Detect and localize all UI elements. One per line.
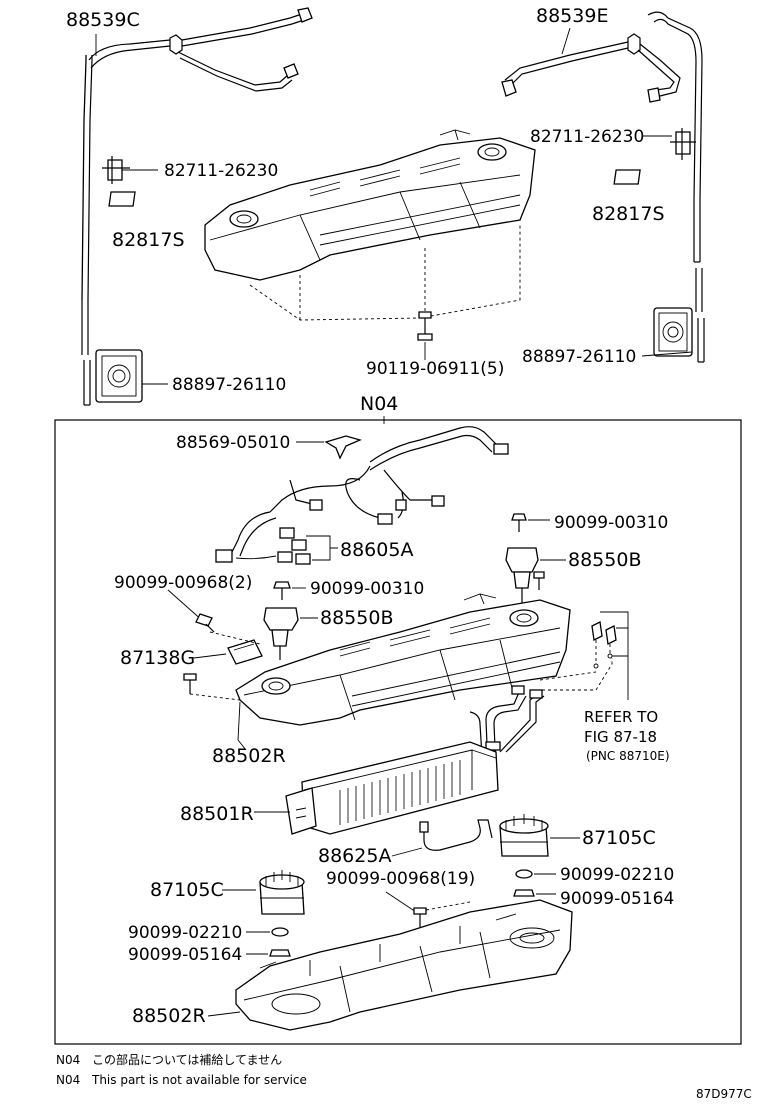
label-87138g: 87138G <box>120 647 195 669</box>
cooler-cover-top <box>204 129 536 321</box>
footnote-1-text: この部品については補給してません <box>92 1052 282 1067</box>
washer-left-icon <box>271 927 289 937</box>
label-90099-00968-2: 90099-00968(2) <box>114 573 252 593</box>
case-lower-icon <box>235 899 573 1031</box>
evaporator-icon <box>285 741 499 835</box>
label-88897-left: 88897-26110 <box>172 375 286 395</box>
screw-00968-19-icon <box>413 907 427 928</box>
label-90099-02210-right: 90099-02210 <box>560 865 674 885</box>
footnote-2-code: N04 <box>56 1073 80 1087</box>
washer-right-icon <box>515 869 533 879</box>
screw-00968-2-icon <box>195 613 215 633</box>
clamp-left-icon <box>102 156 130 184</box>
wire-harness-icon <box>215 426 509 565</box>
motor-right-icon <box>499 814 549 857</box>
label-88550b-b: 88550B <box>320 607 393 629</box>
label-90099-05164-left: 90099-05164 <box>128 945 242 965</box>
label-90099-05164-right: 90099-05164 <box>560 889 674 909</box>
label-88502r-upper: 88502R <box>212 745 286 767</box>
label-90099-02210-left: 90099-02210 <box>128 923 242 943</box>
n04-group-box <box>54 419 742 1045</box>
label-90099-00310-a: 90099-00310 <box>554 513 668 533</box>
case-upper-icon <box>235 593 571 726</box>
label-refer-1: REFER TO <box>584 708 658 726</box>
label-88539e: 88539E <box>536 5 608 27</box>
footnote-2-text: This part is not available for service <box>91 1073 307 1087</box>
label-88897-right: 88897-26110 <box>522 347 636 367</box>
label-82711-right: 82711-26230 <box>530 127 644 147</box>
drain-hose-right <box>501 11 705 363</box>
label-refer-3: (PNC 88710E) <box>586 749 670 763</box>
label-88502r-lower: 88502R <box>132 1005 206 1027</box>
sensor-b-icon <box>263 607 299 660</box>
label-82711-left: 82711-26230 <box>164 161 278 181</box>
label-82817s-left: 82817S <box>112 229 185 251</box>
label-refer-2: FIG 87-18 <box>584 728 657 746</box>
part-87138g-icon <box>227 639 263 665</box>
label-88550b-a: 88550B <box>568 549 641 571</box>
nut-left-icon <box>269 949 291 957</box>
sensor-a-icon <box>505 547 539 604</box>
label-90119: 90119-06911(5) <box>366 359 504 379</box>
seal-left-icon <box>108 191 136 207</box>
label-88539c: 88539C <box>66 9 140 31</box>
clip-88569-icon <box>324 435 362 460</box>
bolt-top-icon <box>417 311 433 341</box>
label-88605a: 88605A <box>340 539 413 561</box>
drain-hose-left <box>81 7 313 406</box>
label-82817s-right: 82817S <box>592 203 665 225</box>
footnote-1-code: N04 <box>56 1053 80 1067</box>
screw-small-left-icon <box>183 673 197 694</box>
label-88625a: 88625A <box>318 845 391 867</box>
grommet-right-icon <box>653 307 693 357</box>
motor-left-icon <box>259 870 305 915</box>
clamp-right-icon <box>670 128 696 160</box>
expansion-valve-icon <box>530 621 617 691</box>
label-90099-00310-b: 90099-00310 <box>310 579 424 599</box>
figure-id: 87D977C <box>696 1087 752 1101</box>
label-n04: N04 <box>360 393 398 415</box>
label-87105c-right: 87105C <box>582 827 656 849</box>
nut-right-icon <box>513 889 535 897</box>
sensor-88625a-icon <box>419 819 493 851</box>
label-88569: 88569-05010 <box>176 433 290 453</box>
label-88501r: 88501R <box>180 803 254 825</box>
seal-right-icon <box>613 169 641 185</box>
screw-a-icon <box>511 513 527 532</box>
grommet-left-icon <box>95 349 143 403</box>
label-87105c-left: 87105C <box>150 879 224 901</box>
refrigerant-pipes-icon <box>469 685 545 771</box>
label-90099-00968-19: 90099-00968(19) <box>326 869 475 889</box>
screw-small-right-icon <box>533 571 545 590</box>
screw-b-icon <box>273 581 291 600</box>
